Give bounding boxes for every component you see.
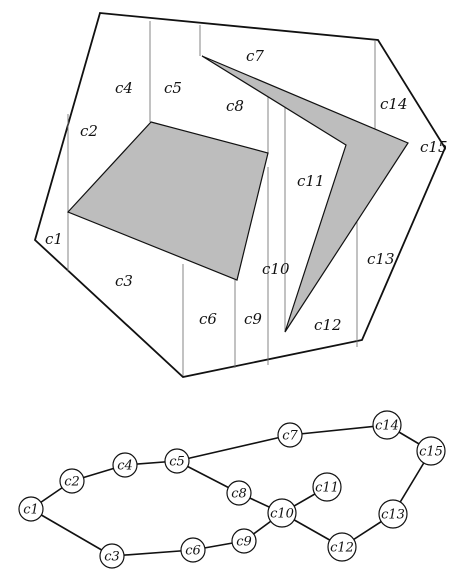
node-label-c14: c14 [375, 419, 399, 434]
graph-node-c10: c10 [267, 498, 297, 528]
graph-node-c9: c9 [231, 528, 257, 554]
node-label-c8: c8 [231, 487, 247, 502]
node-circle-c13 [378, 499, 408, 529]
graph-node-c7: c7 [277, 422, 303, 448]
graph-edge-c5-c7 [176, 434, 291, 462]
node-label-c15: c15 [419, 445, 443, 460]
node-label-c12: c12 [330, 541, 354, 556]
node-circle-c8 [226, 480, 252, 506]
node-circle-c15 [416, 436, 446, 466]
graph-node-c1: c1 [18, 496, 44, 522]
node-label-c7: c7 [282, 429, 298, 444]
cell-label-c13: c13 [367, 250, 395, 268]
graph-edge-c6-c3 [111, 549, 194, 557]
graph-node-c14: c14 [372, 410, 402, 440]
quadrilateral-obstacle [66, 121, 269, 281]
cell-label-c15: c15 [420, 138, 448, 156]
cell-label-c3: c3 [115, 272, 133, 290]
cell-labels: c1 c2 c3 c4 c5 c6 c7 c8 c9 c10 c11 c12 c… [45, 47, 448, 334]
node-circle-c12 [327, 532, 357, 562]
node-label-c1: c1 [23, 503, 39, 518]
graph-node-c3: c3 [99, 543, 125, 569]
cell-label-c11: c11 [297, 172, 325, 190]
graph-node-c12: c12 [327, 532, 357, 562]
node-circle-c11 [312, 472, 342, 502]
decomposition-lines [67, 21, 376, 376]
cell-label-c6: c6 [199, 310, 217, 328]
node-circle-c9 [231, 528, 257, 554]
node-label-c3: c3 [104, 550, 120, 565]
node-circle-c4 [112, 452, 138, 478]
graph-node-c11: c11 [312, 472, 342, 502]
node-label-c10: c10 [270, 507, 294, 522]
node-label-c9: c9 [236, 535, 252, 550]
graph-node-c6: c6 [180, 537, 206, 563]
node-circle-c3 [99, 543, 125, 569]
node-label-c4: c4 [117, 459, 133, 474]
node-label-c5: c5 [169, 455, 185, 470]
node-circle-c6 [180, 537, 206, 563]
cell-label-c12: c12 [314, 316, 342, 334]
cell-label-c2: c2 [80, 122, 98, 140]
cell-label-c5: c5 [164, 79, 182, 97]
graph-node-c5: c5 [164, 448, 190, 474]
graph-node-c13: c13 [378, 499, 408, 529]
node-label-c6: c6 [185, 544, 201, 559]
cell-label-c8: c8 [226, 97, 244, 115]
graph-node-c2: c2 [59, 468, 85, 494]
graph-node-c4: c4 [112, 452, 138, 478]
node-label-c13: c13 [381, 508, 405, 523]
graph-nodes: c1 c2 c3 c4 c5 c6 [18, 410, 446, 569]
node-label-c11: c11 [315, 481, 339, 496]
node-circle-c1 [18, 496, 44, 522]
cell-label-c10: c10 [262, 260, 290, 278]
node-circle-c7 [277, 422, 303, 448]
cell-label-c1: c1 [45, 230, 63, 248]
node-circle-c14 [372, 410, 402, 440]
cell-label-c14: c14 [380, 95, 408, 113]
node-circle-c5 [164, 448, 190, 474]
graph-node-c8: c8 [226, 480, 252, 506]
connectivity-graph: c1 c2 c3 c4 c5 c6 [18, 410, 446, 569]
cell-decomposition-diagram: c1 c2 c3 c4 c5 c6 c7 c8 c9 c10 c11 c12 c… [33, 12, 448, 378]
node-label-c2: c2 [64, 475, 80, 490]
chevron-obstacle [201, 55, 409, 333]
cell-label-c4: c4 [115, 79, 133, 97]
node-circle-c10 [267, 498, 297, 528]
cell-label-c7: c7 [246, 47, 264, 65]
node-circle-c2 [59, 468, 85, 494]
graph-node-c15: c15 [416, 436, 446, 466]
graph-edge-c7-c14 [289, 424, 388, 436]
graph-edge-c3-c1 [30, 508, 113, 557]
cell-label-c9: c9 [244, 310, 262, 328]
